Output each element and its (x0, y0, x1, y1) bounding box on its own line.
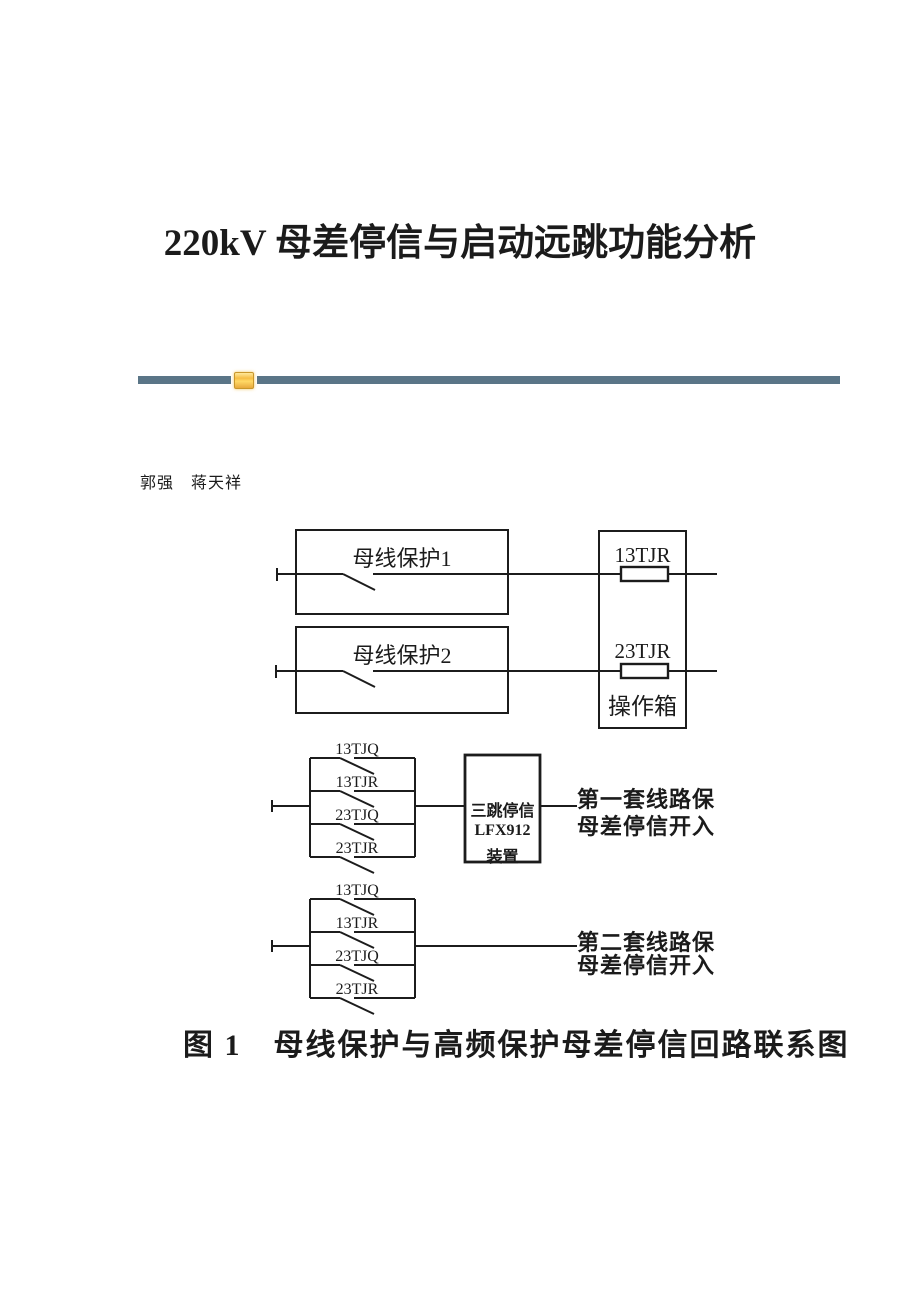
lfx-device-line-2: LFX912 (474, 822, 531, 839)
bus-protection-2-label: 母线保护2 (352, 643, 452, 668)
lfx-device-line-3: 装置 (486, 849, 519, 866)
operation-box-label: 操作箱 (608, 694, 677, 719)
contact-label-23tjq-1: 23TJQ (335, 807, 379, 824)
contact-label-13tjr-1: 13TJR (335, 774, 379, 791)
output-label-2-line1: 第二套线路保 (577, 930, 716, 955)
figure-caption: 图 1 母线保护与高频保护母差停信回路联系图 (183, 1029, 850, 1062)
contact-label-23tjq-2: 23TJQ (335, 948, 379, 965)
relay-23tjr-label: 23TJR (614, 639, 671, 663)
lfx912-device-box (463, 753, 577, 864)
operation-box (598, 530, 687, 729)
output-label-1-line1: 第一套线路保 (577, 787, 716, 812)
contact-ladder-1 (271, 757, 465, 874)
contact-label-23tjr-1: 23TJR (335, 840, 379, 857)
contact-ladder-2 (271, 898, 577, 1015)
bus-protection-1-box (295, 529, 509, 615)
contact-label-13tjq-1: 13TJQ (335, 741, 379, 758)
yellow-marker-icon (234, 372, 254, 389)
circuit-row-1 (276, 565, 717, 591)
output-label-2-line2: 母差停信开入 (577, 953, 716, 978)
output-label-1-line2: 母差停信开入 (577, 814, 716, 839)
lfx-device-line-1: 三跳停信 (470, 803, 535, 820)
bus-protection-1-label: 母线保护1 (352, 546, 452, 571)
divider-bar-right (257, 376, 840, 384)
authors-line: 郭强 蒋天祥 (140, 475, 243, 492)
contact-label-13tjq-2: 13TJQ (335, 882, 379, 899)
relay-coil-13tjr (619, 565, 670, 583)
page-title: 220kV 母差停信与启动远跳功能分析 (163, 223, 757, 264)
circuit-row-2 (275, 662, 717, 688)
relay-coil-23tjr (619, 662, 670, 680)
contact-label-13tjr-2: 13TJR (335, 915, 379, 932)
contact-label-23tjr-2: 23TJR (335, 981, 379, 998)
relay-13tjr-label: 13TJR (614, 543, 671, 567)
divider-bar-left (138, 376, 231, 384)
